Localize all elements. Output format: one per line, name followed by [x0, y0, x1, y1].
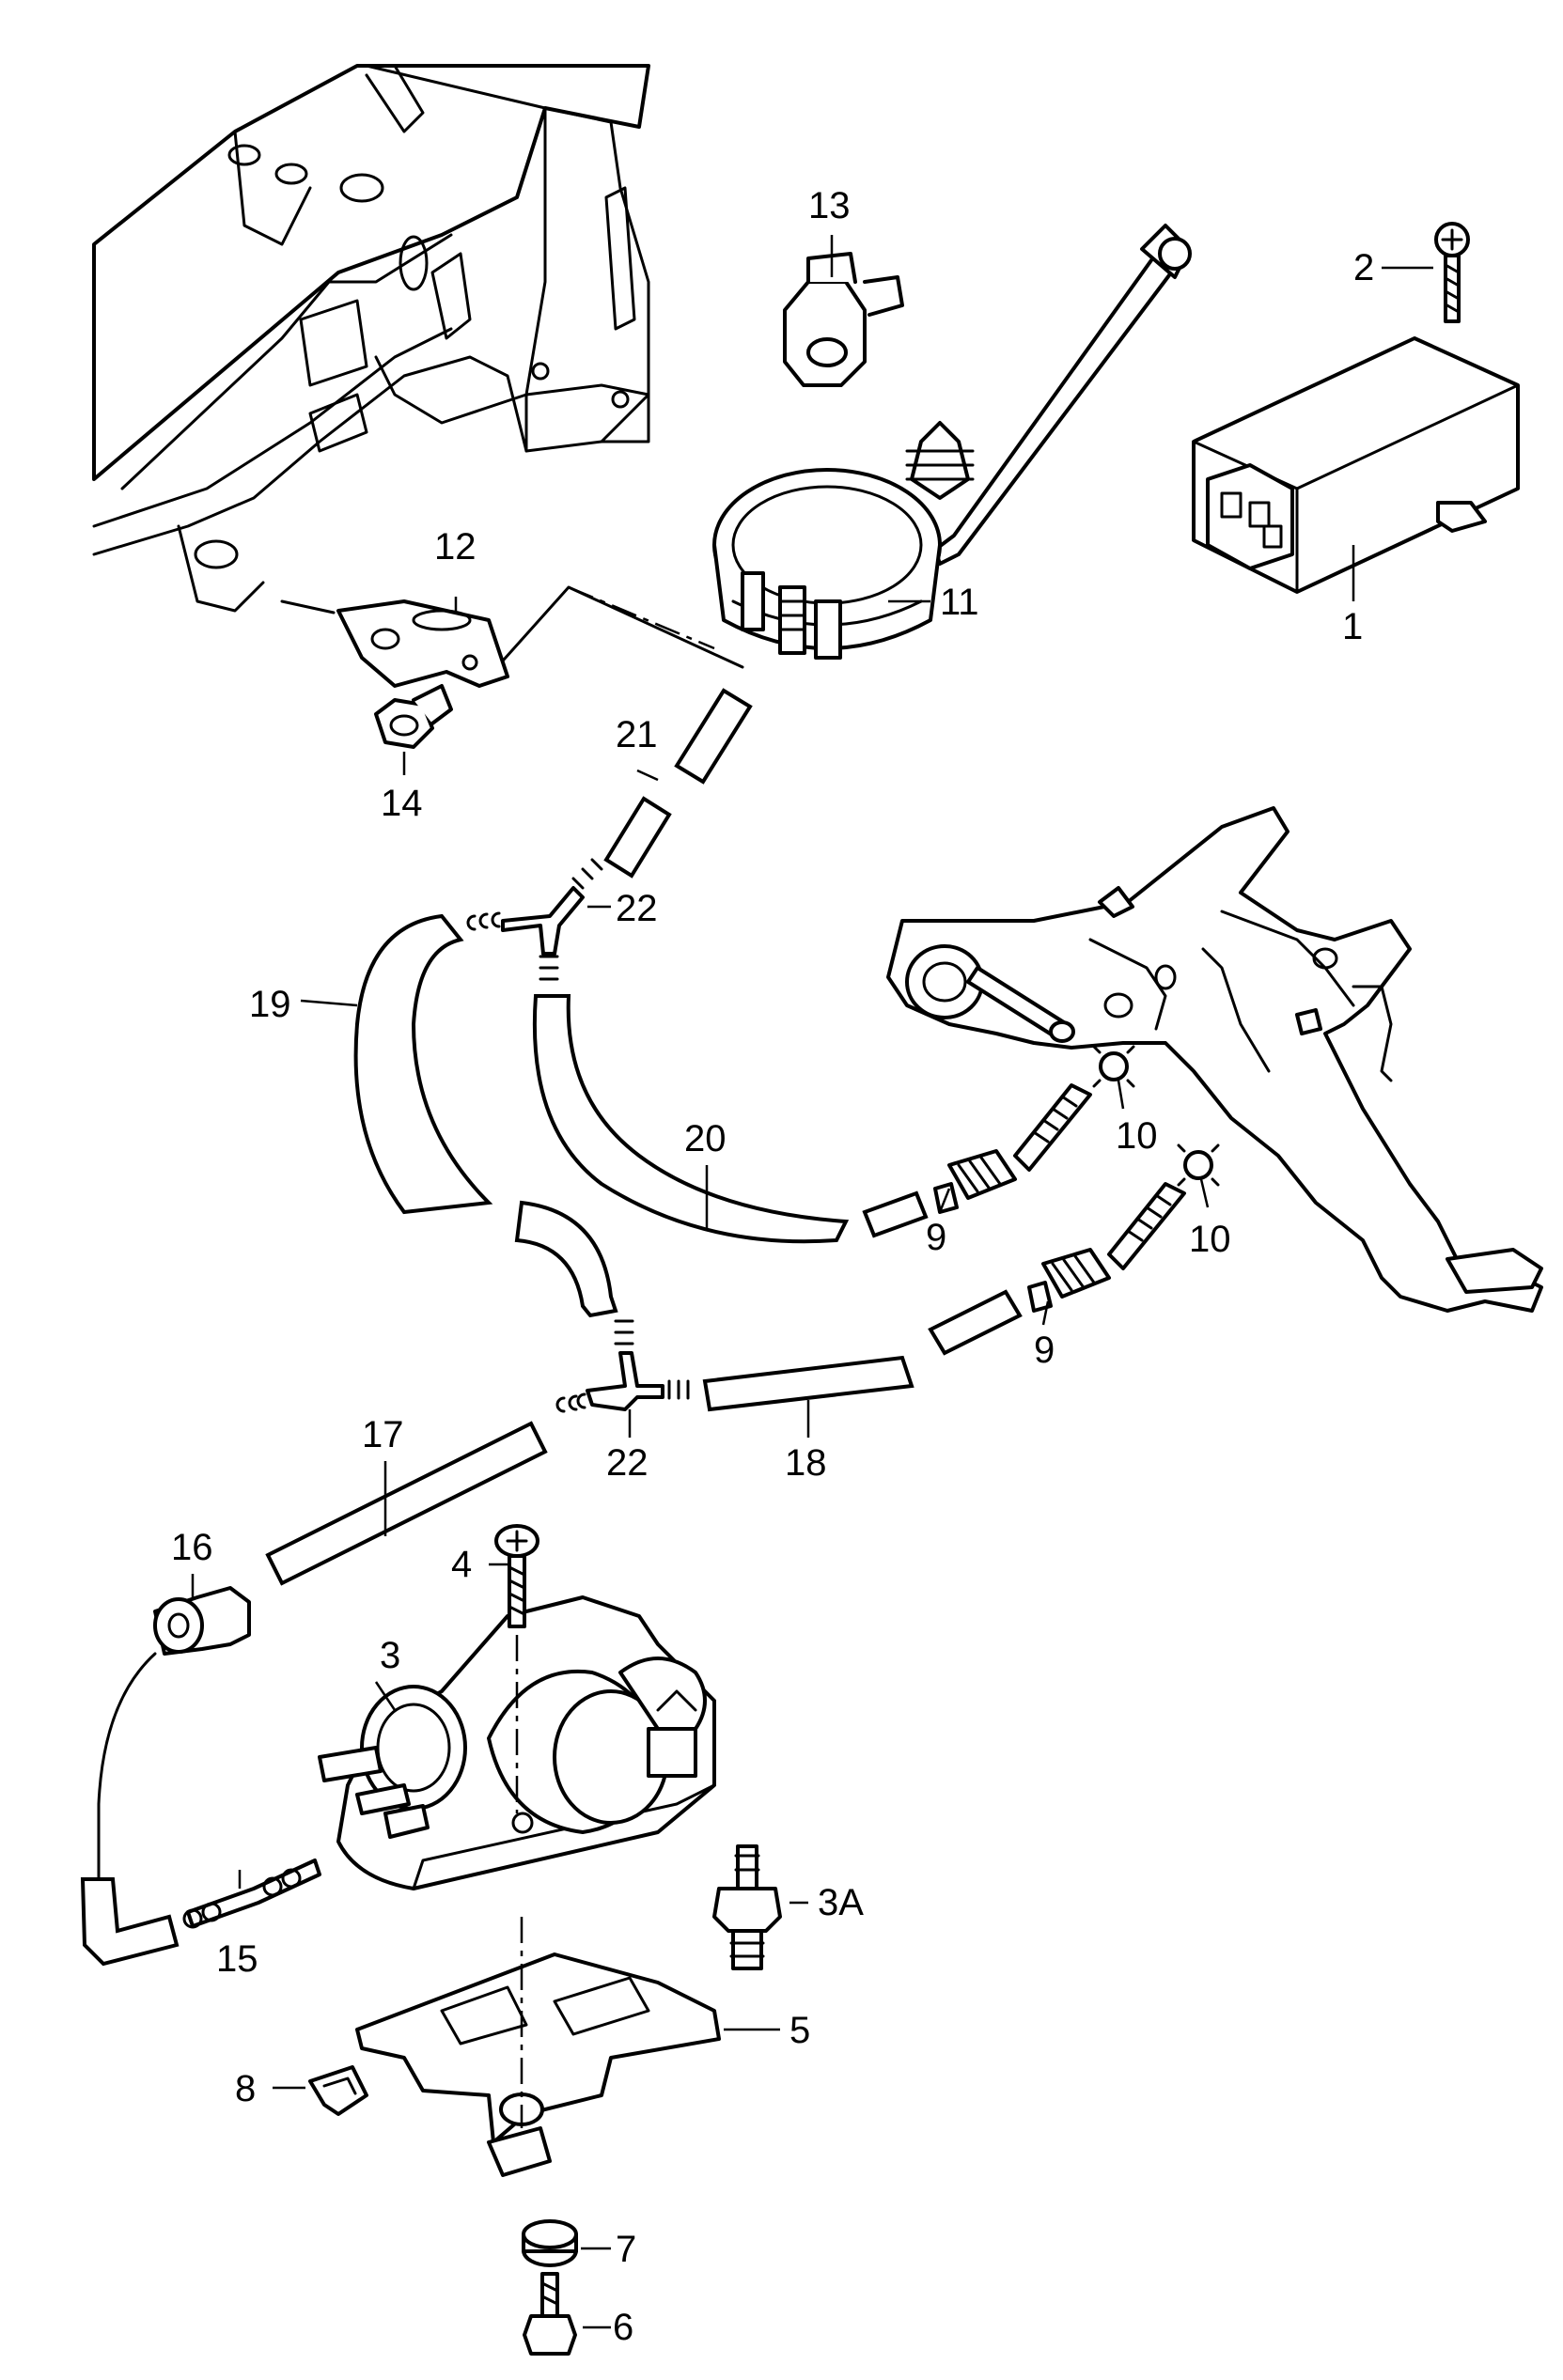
label-15: 15 — [216, 1938, 258, 1980]
label-9-lower: 9 — [1034, 1330, 1055, 1371]
hose-route-16-15 — [97, 1652, 157, 1881]
leader-lines — [191, 235, 1433, 2329]
callout-labels: 1 2 3 3A 4 5 6 7 8 9 10 9 10 11 12 13 14… — [171, 185, 1374, 2348]
bracket-link — [487, 585, 744, 678]
vent-valve-9-lower — [1027, 1182, 1186, 1313]
hose-15-elbow — [80, 1877, 180, 1967]
connector-15 — [182, 1859, 321, 1929]
clip-8 — [308, 2065, 368, 2116]
t-piece-22-upper — [466, 858, 603, 981]
label-19: 19 — [249, 984, 291, 1025]
label-9-upper: 9 — [926, 1217, 946, 1258]
label-14: 14 — [381, 783, 423, 824]
clip-10-upper — [1092, 1045, 1135, 1088]
label-3: 3 — [380, 1635, 400, 1676]
label-16: 16 — [171, 1527, 213, 1568]
label-22-upper: 22 — [616, 888, 658, 929]
label-20: 20 — [684, 1118, 727, 1159]
label-4: 4 — [451, 1544, 472, 1585]
hose-18-piece — [928, 1289, 1023, 1356]
fitting-13 — [783, 252, 904, 387]
t-piece-22-lower — [555, 1319, 690, 1413]
label-17: 17 — [362, 1414, 404, 1455]
label-1: 1 — [1342, 606, 1363, 647]
label-10-upper: 10 — [1116, 1115, 1158, 1157]
nut-14 — [374, 684, 453, 749]
hose-19-lower — [514, 1200, 618, 1318]
label-13: 13 — [808, 185, 851, 226]
control-unit — [1192, 336, 1520, 594]
label-22-lower: 22 — [606, 1442, 649, 1484]
mounting-plate — [355, 1917, 721, 2177]
label-8: 8 — [235, 2068, 256, 2109]
body-structure — [92, 64, 650, 613]
label-2: 2 — [1353, 247, 1374, 288]
label-6: 6 — [613, 2307, 633, 2348]
screw-4 — [494, 1524, 539, 1813]
solenoid-valve — [318, 1595, 716, 1890]
bracket-centerline — [568, 585, 715, 650]
hose-19 — [353, 913, 493, 1215]
vacuum-actuator — [712, 224, 1192, 660]
label-10-lower: 10 — [1189, 1219, 1231, 1260]
hose-18 — [702, 1355, 914, 1412]
pedal-assembly — [886, 806, 1543, 1313]
grommet-7 — [522, 2219, 578, 2267]
label-7: 7 — [616, 2229, 636, 2270]
label-3a: 3A — [818, 1882, 864, 1923]
clip-10-lower — [1177, 1143, 1220, 1187]
screw-6 — [523, 2272, 577, 2356]
bracket-12 — [280, 599, 509, 688]
hose-17 — [265, 1421, 548, 1586]
label-21: 21 — [616, 714, 658, 755]
grommet-16 — [153, 1586, 251, 1656]
screw-2 — [1434, 222, 1470, 323]
label-11: 11 — [940, 582, 979, 623]
label-5: 5 — [789, 2010, 810, 2051]
hose-21 — [603, 688, 753, 879]
hose-20-piece — [862, 1190, 929, 1238]
vent-valve-9-upper — [933, 1083, 1092, 1214]
label-18: 18 — [785, 1442, 827, 1484]
label-12: 12 — [434, 526, 477, 568]
connector-3a — [712, 1844, 782, 1970]
hose-20 — [532, 994, 850, 1244]
